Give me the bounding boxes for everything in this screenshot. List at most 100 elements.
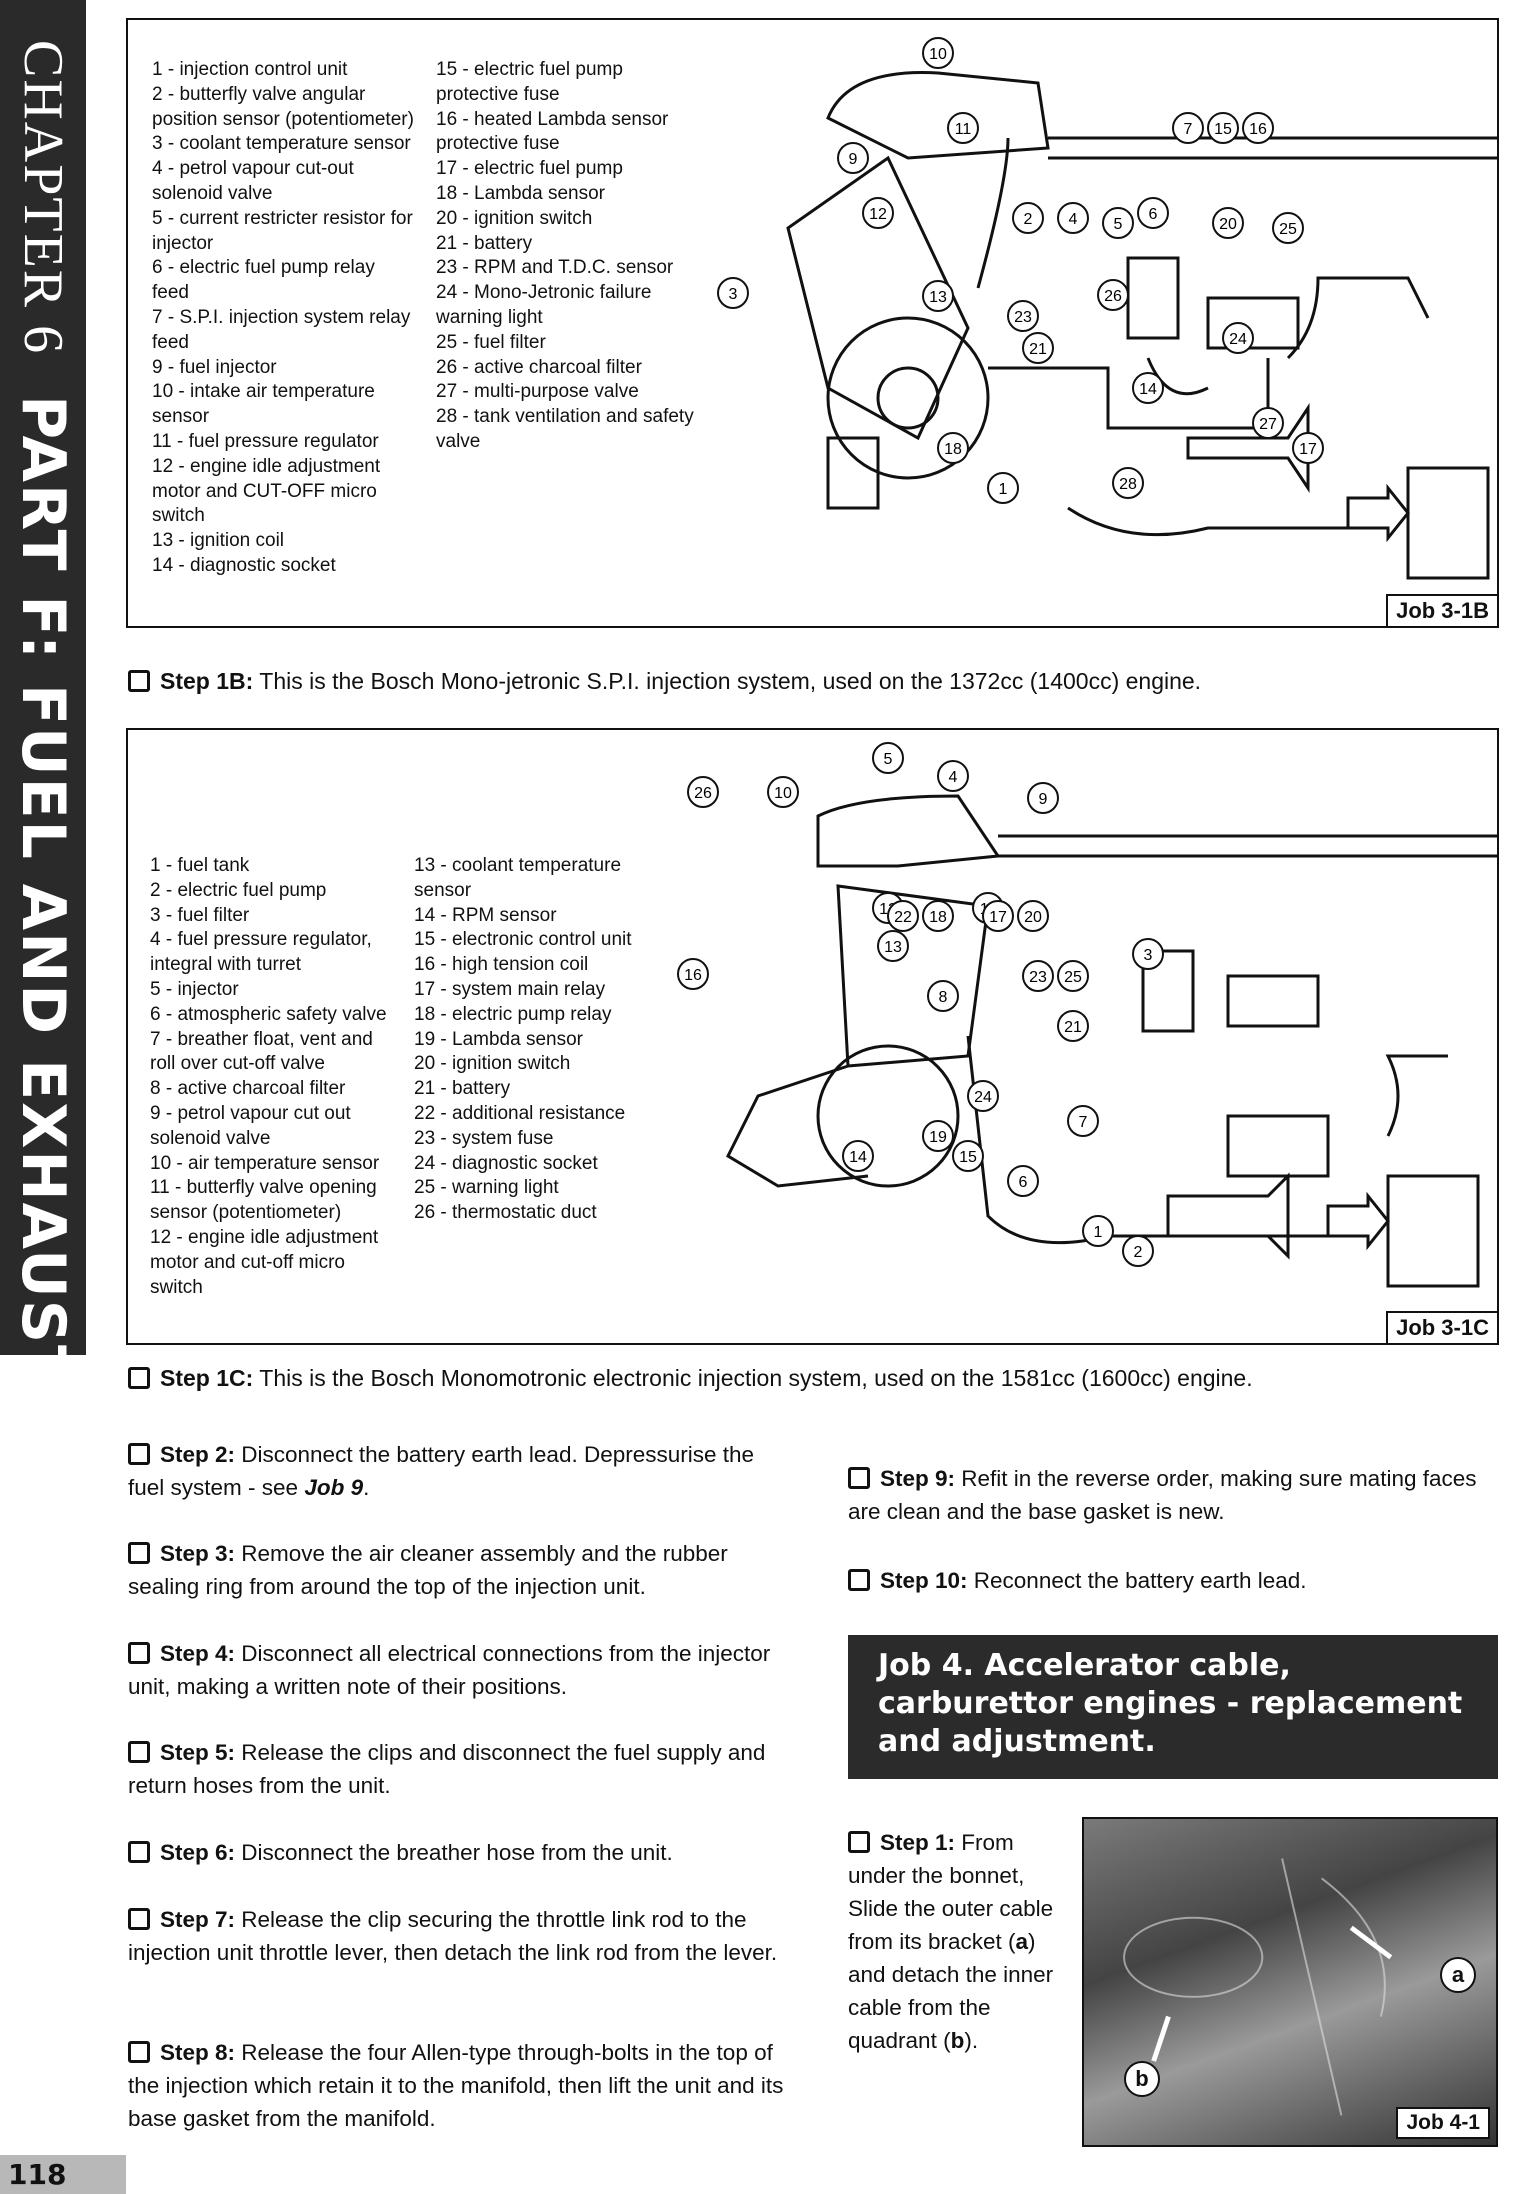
diagram-callout: 2 xyxy=(1122,1235,1154,1267)
svg-text:4: 4 xyxy=(949,769,958,786)
legend-line: sensor xyxy=(414,879,472,901)
diagram-callout: 8 xyxy=(927,980,959,1012)
legend-line: 8 - active charcoal filter xyxy=(150,1078,346,1100)
caption-step-1b: Step 1B: This is the Bosch Mono-jetronic… xyxy=(128,668,1201,695)
diagram-callout: 4 xyxy=(937,760,969,792)
svg-text:3: 3 xyxy=(1144,947,1153,964)
svg-text:2: 2 xyxy=(1134,1244,1143,1261)
diagram-callout: 9 xyxy=(1027,782,1059,814)
legend-line: 23 - RPM and T.D.C. sensor xyxy=(436,257,674,279)
svg-text:2: 2 xyxy=(1024,211,1033,228)
diagram-svg: 5261049111222181720316132325821247191415… xyxy=(677,742,1519,1288)
checkbox-icon[interactable] xyxy=(128,670,150,692)
page-number: 118 xyxy=(0,2155,126,2194)
legend-line: 24 - Mono-Jetronic failure xyxy=(436,282,652,304)
diagram-callout: 11 xyxy=(947,112,979,144)
legend-line: 25 - warning light xyxy=(414,1177,559,1199)
legend-line: motor and CUT-OFF micro xyxy=(152,480,377,502)
legend-line: 17 - electric fuel pump xyxy=(436,158,623,180)
diagram-callout: 23 xyxy=(1007,300,1039,332)
legend-line: 6 - electric fuel pump relay xyxy=(152,257,375,279)
svg-text:20: 20 xyxy=(1219,216,1237,233)
step-10: Step 10: Reconnect the battery earth lea… xyxy=(848,1564,1498,1597)
legend-line: 20 - ignition switch xyxy=(414,1053,571,1075)
diagram-callout: 22 xyxy=(887,900,919,932)
diagram-callout: 18 xyxy=(922,900,954,932)
legend-line: 1 - fuel tank xyxy=(150,855,250,876)
svg-text:6: 6 xyxy=(1149,206,1158,223)
diagram-callout: 20 xyxy=(1017,900,1049,932)
diagram-callout: 13 xyxy=(877,930,909,962)
diagram-callout: 28 xyxy=(1112,467,1144,499)
legend-line: valve xyxy=(436,430,481,452)
diagram-callout: 21 xyxy=(1057,1010,1089,1042)
checkbox-icon[interactable] xyxy=(848,1467,870,1489)
diagram-callout: 3 xyxy=(717,277,749,309)
legend-line: 9 - petrol vapour cut out xyxy=(150,1102,351,1124)
legend-line: 28 - tank ventilation and safety xyxy=(436,406,694,428)
job-4-heading: Job 4. Accelerator cable, carburettor en… xyxy=(848,1635,1498,1779)
diagram-callout: 7 xyxy=(1067,1105,1099,1137)
diagram-callout: 16 xyxy=(677,958,709,990)
diagram-callout: 21 xyxy=(1022,332,1054,364)
step-3: Step 3: Remove the air cleaner assembly … xyxy=(128,1541,728,1599)
checkbox-icon[interactable] xyxy=(128,1367,150,1389)
legend-line: 7 - S.P.I. injection system relay xyxy=(152,306,411,328)
svg-text:14: 14 xyxy=(849,1149,867,1166)
svg-text:25: 25 xyxy=(1064,969,1082,986)
callout-a: a xyxy=(1440,1957,1476,1993)
checkbox-icon[interactable] xyxy=(848,1831,870,1853)
svg-text:3: 3 xyxy=(729,286,738,303)
legend-line: 5 - current restricter resistor for xyxy=(152,207,413,229)
svg-text:15: 15 xyxy=(959,1149,977,1166)
legend-line: 21 - battery xyxy=(436,232,533,254)
legend-line: 16 - high tension coil xyxy=(414,954,589,976)
checkbox-icon[interactable] xyxy=(128,1908,150,1930)
svg-text:17: 17 xyxy=(1299,441,1317,458)
checkbox-icon[interactable] xyxy=(128,1741,150,1763)
svg-text:16: 16 xyxy=(1249,121,1267,138)
svg-text:16: 16 xyxy=(684,967,702,984)
legend-line: roll over cut-off valve xyxy=(150,1053,325,1075)
svg-text:1: 1 xyxy=(999,481,1008,498)
legend-line: 4 - petrol vapour cut-out xyxy=(152,158,354,180)
svg-text:12: 12 xyxy=(869,206,887,223)
step-7: Step 7: Release the clip securing the th… xyxy=(128,1907,778,1965)
legend-line: 12 - engine idle adjustment xyxy=(150,1226,379,1248)
legend-line: 15 - electronic control unit xyxy=(414,929,632,951)
step-5: Step 5: Release the clips and disconnect… xyxy=(128,1740,766,1798)
svg-text:18: 18 xyxy=(929,909,947,926)
svg-text:28: 28 xyxy=(1119,476,1137,493)
svg-text:24: 24 xyxy=(1229,331,1247,348)
checkbox-icon[interactable] xyxy=(128,1443,150,1465)
legend-line: 17 - system main relay xyxy=(414,978,606,1000)
checkbox-icon[interactable] xyxy=(128,1841,150,1863)
diagram-callout: 5 xyxy=(872,742,904,774)
step-9: Step 9: Refit in the reverse order, maki… xyxy=(848,1466,1477,1524)
diagram-callout: 25 xyxy=(1272,212,1304,244)
svg-text:23: 23 xyxy=(1014,309,1032,326)
svg-text:9: 9 xyxy=(1039,791,1048,808)
svg-text:27: 27 xyxy=(1259,416,1277,433)
diagram-callout: 6 xyxy=(1007,1165,1039,1197)
diagram-callout: 9 xyxy=(837,142,869,174)
job-4-step-1: Step 1: From under the bonnet, Slide the… xyxy=(848,1830,1054,2053)
legend-line: feed xyxy=(152,331,189,353)
checkbox-icon[interactable] xyxy=(128,1642,150,1664)
legend-line: warning light xyxy=(436,306,543,328)
step-8: Step 8: Release the four Allen-type thro… xyxy=(128,2040,784,2131)
legend-line: 4 - fuel pressure regulator, xyxy=(150,929,372,951)
diagram-callout: 16 xyxy=(1242,112,1274,144)
checkbox-icon[interactable] xyxy=(128,2041,150,2063)
checkbox-icon[interactable] xyxy=(128,1542,150,1564)
svg-text:4: 4 xyxy=(1069,211,1078,228)
legend-line: 11 - butterfly valve opening xyxy=(150,1177,377,1199)
checkbox-icon[interactable] xyxy=(848,1569,870,1591)
diagram-callout: 20 xyxy=(1212,207,1244,239)
photo-illustration xyxy=(1123,1858,1393,2116)
legend-line: integral with turret xyxy=(150,954,302,976)
diagram-callout: 24 xyxy=(1222,322,1254,354)
